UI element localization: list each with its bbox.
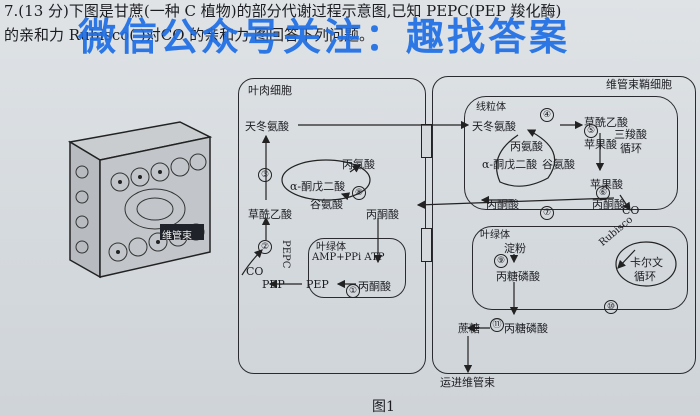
bundle-sheath-title: 维管束鞘细胞	[606, 78, 672, 91]
label-transport: 运进维管束	[440, 376, 495, 389]
mesophyll-chloroplast-title: 叶绿体	[316, 242, 346, 253]
label-tca-2: 循环	[620, 142, 642, 155]
step-10: ⑩	[604, 300, 618, 314]
bundle-sheath-cell	[432, 76, 696, 374]
step-6: ⑥	[596, 186, 610, 200]
label-pepc: PEPC	[280, 240, 291, 269]
label-oxaloacetate-mesophyll: 草酰乙酸	[248, 208, 292, 221]
mesophyll-title: 叶肉细胞	[248, 84, 292, 97]
bundle-chloroplast-title: 叶绿体	[480, 230, 510, 241]
label-pyruvate-mito: 丙酮酸	[486, 198, 519, 211]
label-calvin-2: 循环	[634, 270, 656, 283]
label-co2-mesophyll: CO	[246, 265, 264, 278]
label-triose-phosphate: 丙糖磷酸	[496, 270, 540, 283]
label-aspartate-mesophyll: 天冬氨酸	[245, 120, 289, 133]
label-akg-mesophyll: α-酮戊二酸	[290, 180, 346, 193]
watermark-text: 微信公众号关注：趣找答案	[78, 15, 571, 59]
label-pyruvate-mesophyll: 丙酮酸	[366, 208, 399, 221]
bundle-tag-label: 维管束	[162, 231, 192, 242]
bundle-chloroplast	[472, 226, 688, 310]
label-calvin-1: 卡尔文	[630, 256, 663, 269]
mesophyll-cell	[238, 78, 426, 374]
label-alanine-mesophyll: 丙氨酸	[342, 158, 375, 171]
bundle-tag-box	[160, 224, 204, 240]
mesophyll-chloroplast	[308, 238, 406, 298]
label-starch: 淀粉	[504, 242, 526, 255]
step-2: ②	[258, 240, 272, 254]
step-8: ⑧	[352, 186, 366, 200]
step-7: ⑦	[540, 206, 554, 220]
mitochondrion	[464, 96, 678, 210]
leaf-tissue-illustration	[67, 121, 213, 279]
question-line-1: 7.(13 分)下图是甘蔗(一种 C 植物)的部分代谢过程示意图,已知 PEPC…	[4, 2, 562, 20]
label-tca-1: 三羧酸	[614, 128, 647, 141]
label-glutamate-mito: 谷氨酸	[542, 158, 575, 171]
question-line-2: 的亲和力 Rubisco( )对CO 的亲和力 图回答下列问题。	[4, 26, 375, 44]
label-alanine-mito: 丙氨酸	[510, 140, 543, 153]
label-pep-chloroplast: PEP	[306, 278, 329, 291]
label-aspartate-mito: 天冬氨酸	[472, 120, 516, 133]
figure-caption: 图1	[372, 399, 395, 415]
step-5: ⑤	[584, 124, 598, 138]
step-9: ⑨	[494, 254, 508, 268]
plasmodesma-lower	[421, 228, 432, 262]
mitochondrion-title: 线粒体	[476, 102, 506, 113]
label-pyruvate-chloroplast: 丙酮酸	[358, 280, 391, 293]
step-3: ③	[258, 168, 272, 182]
label-malate-mito: 苹果酸	[584, 138, 617, 151]
step-4: ④	[540, 108, 554, 122]
step-1: ①	[346, 284, 360, 298]
label-triose-phosphate-2: 丙糖磷酸	[504, 322, 548, 335]
label-pep-mesophyll: PEP	[262, 278, 285, 291]
label-glutamate-mesophyll: 谷氨酸	[310, 198, 343, 211]
step-11: ⑪	[490, 318, 504, 332]
label-sucrose: 蔗糖	[458, 322, 480, 335]
label-amp-atp: AMP+PPi ATP	[312, 252, 385, 263]
label-akg-mito: α-酮戊二酸	[482, 158, 538, 171]
label-pyruvate-out: 丙酮酸	[592, 198, 625, 211]
label-co2-out: CO	[622, 204, 640, 217]
